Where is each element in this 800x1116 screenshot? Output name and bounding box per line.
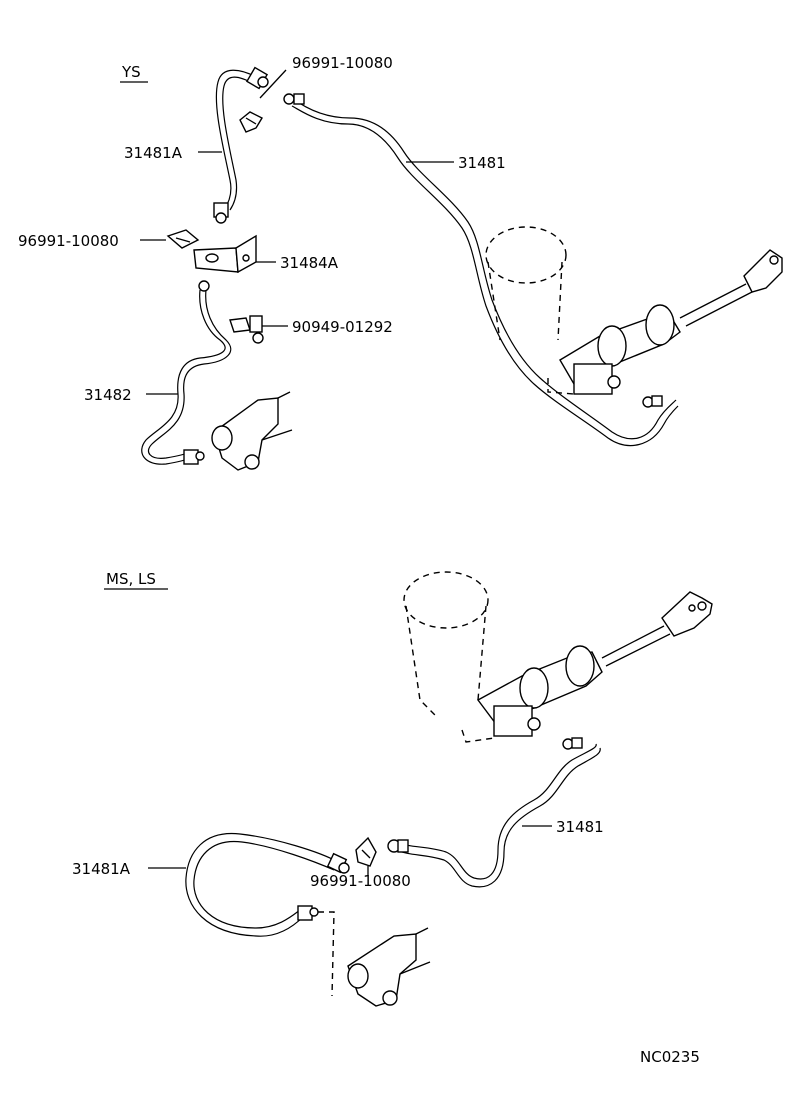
label-hose-ms-ls: 31481A: [72, 860, 131, 878]
tube-31481-ms-ls: [387, 737, 601, 888]
label-bracket: 31484A: [280, 254, 339, 272]
release-cylinder-ms-ls: [347, 927, 431, 1007]
hose-31481a-ys: [213, 66, 269, 224]
drawing-code: NC0235: [640, 1048, 700, 1066]
section-title-ms-ls: MS, LS: [106, 570, 156, 588]
section-ys: YS 96991-10080 31481A: [18, 54, 783, 471]
leader-clip-top: [259, 69, 287, 99]
release-cylinder-ys: [211, 391, 293, 471]
label-tube-ys: 31481: [458, 154, 506, 172]
label-hose-ys: 31481A: [124, 144, 183, 162]
master-cylinder-ys: [485, 226, 783, 395]
hose-31481a-ms-ls: [185, 832, 350, 937]
clip-96991-ms-ls: [355, 836, 377, 867]
clip-96991-ys-left: [166, 229, 200, 249]
section-ms-ls: MS, LS: [72, 570, 713, 1007]
master-cylinder-ms-ls: [403, 571, 713, 743]
section-title-ys: YS: [121, 63, 141, 81]
label-bolt: 90949-01292: [292, 318, 393, 336]
label-tube-31482: 31482: [84, 386, 132, 404]
label-clip-ms-ls: 96991-10080: [310, 872, 411, 890]
label-clip-top: 96991-10080: [292, 54, 393, 72]
bolt-90949: [229, 315, 264, 344]
label-clip-left: 96991-10080: [18, 232, 119, 250]
tube-31482: [141, 280, 232, 465]
clip-96991-ys-top: [239, 111, 263, 133]
tube-31481-ys: [283, 93, 679, 447]
label-tube-ms-ls: 31481: [556, 818, 604, 836]
bracket-31484a: [193, 234, 257, 274]
hose-connection-dashed: [318, 911, 335, 997]
